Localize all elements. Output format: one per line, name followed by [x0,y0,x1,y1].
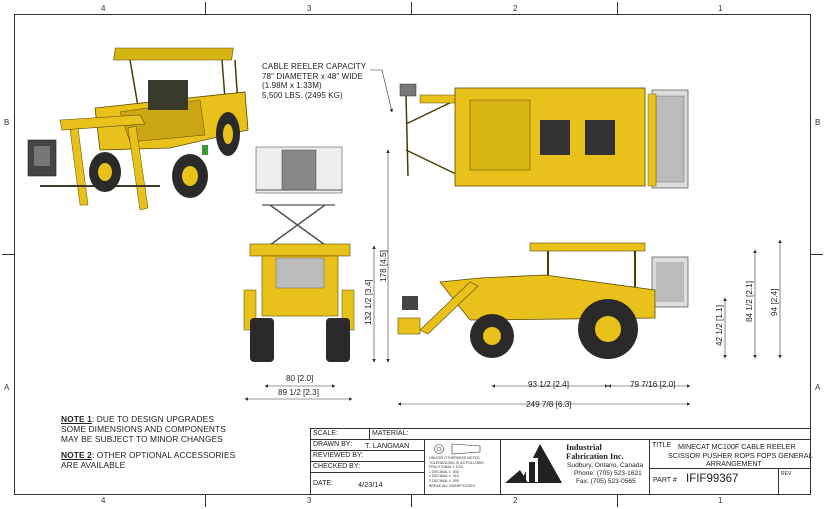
company-name-1: Industrial [566,443,602,452]
zone-divider [411,495,412,507]
dim-front-inner-width: 80 [2.0] [286,374,314,383]
zone-divider [205,495,206,507]
tb-drawn-label: DRAWN BY: [313,441,353,448]
tb-title-line-2: SCISSOR PUSHER ROPS FOPS GENERAL [668,451,813,460]
callout-line: 78" DIAMETER x 48" WIDE [262,71,363,81]
zone-bottom-4: 4 [101,496,106,505]
callout-line: 5,500 LBS. (2495 KG) [262,90,343,100]
tolerance-line: 3 DECIMAL ± .005 [429,478,459,483]
tb-rev-label: REV [781,471,792,477]
zone-top-2: 2 [513,4,518,13]
zone-divider [411,2,412,14]
zone-left-a: A [4,383,10,392]
note-1: NOTE 1: DUE TO DESIGN UPGRADES SOME DIME… [61,414,226,444]
callout-line: CABLE REELER CAPACITY [262,62,367,71]
tolerance-line: TOLERANCING IS AS FOLLOWS: [429,460,485,465]
note-1-text: MAY BE SUBJECT TO MINOR CHANGES [61,434,223,444]
company-fax: Fax: (705) 523-0565 [576,478,636,485]
tolerance-line: 1 DECIMAL ± .030 [429,469,459,474]
dimension-lines [244,149,782,406]
company-city: Sudbury, Ontario, Canada [567,462,644,469]
zone-top-4: 4 [101,4,106,13]
tb-part-label: PART # [653,477,677,484]
tolerance-line: 2 DECIMAL ± .010 [429,474,459,479]
zone-divider [811,254,823,255]
top-view [399,83,689,189]
zone-top-3: 3 [307,4,312,13]
zone-divider [617,2,618,14]
tb-date-value: 4/23/14 [358,480,383,489]
tb-title-line-1: MINECAT MC100F CABLE REELER [678,442,796,451]
company-phone: Phone: (705) 523-1621 [574,470,642,477]
tb-checked-label: CHECKED BY: [313,463,361,470]
dim-overall-length: 249 7/8 [6.3] [526,400,572,409]
dim-front-overhang: 93 1/2 [2.4] [528,380,569,389]
callout-line: (1.98M x 1.33M) [262,81,322,90]
zone-top-1: 1 [718,4,723,13]
tb-material-label: MATERIAL: [372,430,409,437]
zone-divider [617,495,618,507]
zone-right-b: B [815,118,821,127]
tb-scale-label: SCALE: [313,430,338,437]
tb-reviewed-label: REVIEWED BY: [313,452,364,459]
tb-date-label: DATE: [313,480,334,487]
cable-reeler-callout: CABLE REELER CAPACITY 78" DIAMETER x 48"… [262,62,366,100]
note-2: NOTE 2: OTHER OPTIONAL ACCESSORIES ARE A… [61,450,235,470]
tb-title-label: TITLE [652,442,672,449]
zone-bottom-2: 2 [513,496,518,505]
zone-divider [2,254,14,255]
side-elevation [397,242,689,359]
front-elevation [243,146,355,362]
tb-rev-cell [778,468,811,495]
note-1-text: : DUE TO DESIGN UPGRADES [91,414,215,424]
tolerance-line: UNLESS OTHERWISE NOTED [429,456,480,460]
tb-part-number: IFIF99367 [686,473,739,485]
dim-front-outer-width: 89 1/2 [2.3] [278,388,319,397]
dim-rear-overhang: 79 7/16 [2.0] [630,380,676,389]
zone-bottom-1: 1 [718,496,723,505]
note-2-text: ARE AVAILABLE [61,460,126,470]
note-1-text: SOME DIMENSIONS AND COMPONENTS [61,424,226,434]
zone-bottom-3: 3 [307,496,312,505]
tb-drawn-value: T. LANGMAN [365,441,410,450]
iso-view [27,47,249,211]
note-2-label: NOTE 2 [61,450,92,460]
zone-right-a: A [815,383,821,392]
tb-title-line-3: ARRANGEMENT [706,459,762,468]
callout-leader [370,69,394,113]
note-1-label: NOTE 1 [61,414,92,424]
zone-left-b: B [4,118,10,127]
tolerance-line: FRACTIONAL ± 1/16 [429,465,463,470]
note-2-text: : OTHER OPTIONAL ACCESSORIES [91,450,236,460]
tolerance-line: BREAK ALL SHARP EDGES [429,483,476,488]
zone-divider [205,2,206,14]
company-name-2: Fabrication Inc. [566,452,624,461]
